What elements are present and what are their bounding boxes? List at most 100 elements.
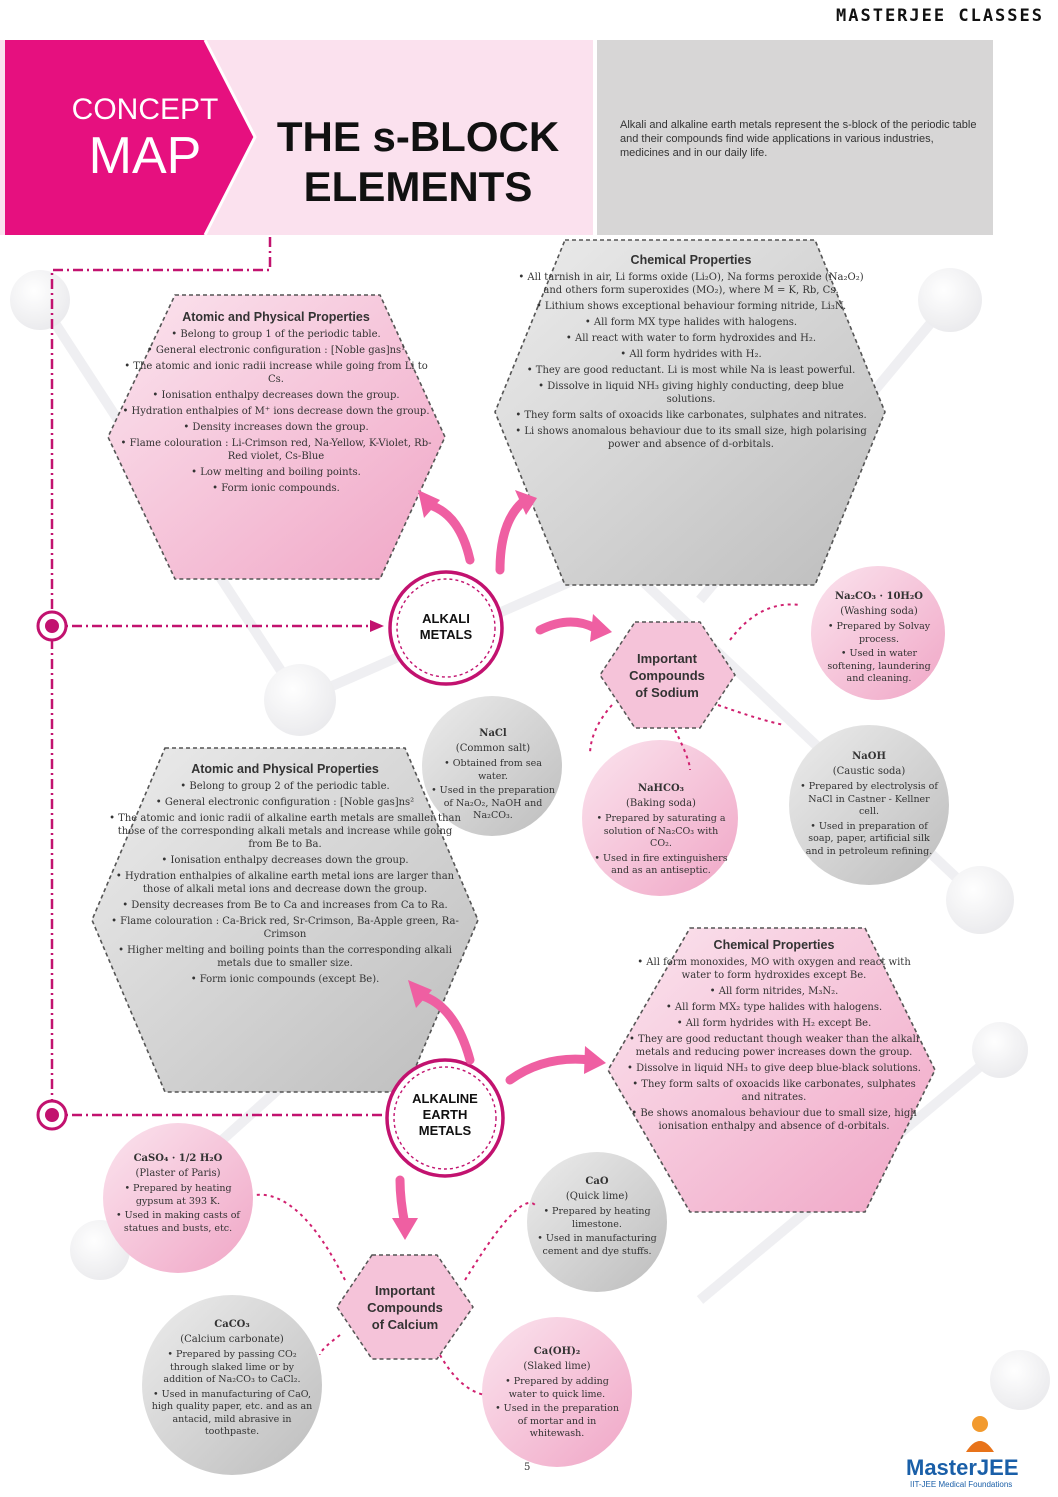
list-item: • All form nitrides, M₃N₂. <box>709 986 839 997</box>
compound-title: CaO <box>585 1176 609 1187</box>
compound-title: Ca(OH)₂ <box>533 1346 581 1357</box>
caustic-soda-circle <box>789 725 949 885</box>
calcium-compounds-hex <box>336 1254 474 1360</box>
list-item: • Prepared by heating gypsum at 393 K. <box>124 1183 232 1207</box>
list-item: • All form monoxides, MO with oxygen and… <box>637 957 911 981</box>
compound-title: CaSO₄ · 1/2 H₂O <box>133 1153 223 1164</box>
list-item: • Low melting and boiling points. <box>191 467 361 478</box>
alkali-physical-properties: Atomic and Physical Properties • Belong … <box>120 310 432 498</box>
list-item: • Prepared by passing CO₂ through slaked… <box>163 1349 301 1385</box>
list-item: • Used in water softening, laundering an… <box>827 648 931 684</box>
list-item: • They form salts of oxoacids like carbo… <box>515 410 867 421</box>
list-item: • Li shows anomalous behaviour due to it… <box>515 426 867 450</box>
quick-lime: CaO (Quick lime) • Prepared by heating l… <box>535 1175 659 1260</box>
list-item: • Belong to group 2 of the periodic tabl… <box>180 781 390 792</box>
alkali-chemical-properties: Chemical Properties • All tarnish in air… <box>515 253 867 454</box>
compound-subtitle: (Common salt) <box>455 743 531 754</box>
list-item: • All form hydrides with H₂. <box>620 349 762 360</box>
list-item: • Density increases down the group. <box>183 422 369 433</box>
compound-title: NaHCO₃ <box>637 783 685 794</box>
alkaline-earth-physical-properties: Atomic and Physical Properties • Belong … <box>105 762 465 989</box>
compound-subtitle: (Quick lime) <box>565 1191 629 1202</box>
compound-title: NaOH <box>852 751 886 762</box>
list-item: • Hydration enthalpies of M⁺ ions decrea… <box>122 406 430 417</box>
box-title: Atomic and Physical Properties <box>191 762 379 776</box>
alkali-metals-hub: ALKALI METALS <box>419 611 473 642</box>
concept-label: CONCEPT <box>71 93 219 126</box>
list-item: • The atomic and ionic radii of alkaline… <box>109 813 461 850</box>
slaked-lime: Ca(OH)₂ (Slaked lime) • Prepared by addi… <box>490 1345 624 1443</box>
calcium-carbonate: CaCO₃ (Calcium carbonate) • Prepared by … <box>150 1318 314 1441</box>
list-item: • Higher melting and boiling points than… <box>118 945 452 969</box>
list-item: • They are good reductant though weaker … <box>628 1034 920 1058</box>
calcium-carbonate-circle <box>142 1295 322 1475</box>
list-item: • Hydration enthalpies of alkaline earth… <box>115 871 455 895</box>
list-item: • Ionisation enthalpy decreases down the… <box>161 855 409 866</box>
list-item: • Used in manufacturing cement and dye s… <box>537 1233 657 1257</box>
list-item: • Used in making casts of statues and bu… <box>116 1210 240 1234</box>
washing-soda: Na₂CO₃ · 10H₂O (Washing soda) • Prepared… <box>818 590 940 688</box>
caustic-soda: NaOH (Caustic soda) • Prepared by electr… <box>798 750 940 860</box>
list-item: • Prepared by electrolysis of NaCl in Ca… <box>800 781 938 817</box>
compound-title: CaCO₃ <box>214 1319 250 1330</box>
list-item: • They form salts of oxoacids like carbo… <box>632 1079 916 1103</box>
compound-subtitle: (Plaster of Paris) <box>135 1168 221 1179</box>
alkaline-earth-chemical-properties: Chemical Properties • All form monoxides… <box>625 938 923 1136</box>
list-item: • The atomic and ionic radii increase wh… <box>124 361 428 385</box>
list-item: • They are good reductant. Li is most wh… <box>526 365 856 376</box>
common-salt-circle <box>422 696 562 836</box>
list-item: • Prepared by saturating a solution of N… <box>596 813 726 849</box>
list-item: • Used in preparation of soap, paper, ar… <box>805 820 933 857</box>
list-item: • Used in the preparation of Na₂O₂, NaOH… <box>431 785 555 821</box>
guru-logo-icon <box>966 1416 994 1452</box>
list-item: • Obtained from sea water. <box>444 758 542 782</box>
list-item: • General electronic configuration : [No… <box>146 345 406 356</box>
list-item: • Used in manufacturing of CaO, high qua… <box>151 1388 313 1438</box>
alkali-physical-hex <box>107 294 446 580</box>
brand-header: MASTERJEE CLASSES <box>836 6 1044 26</box>
compound-subtitle: (Baking soda) <box>626 798 696 809</box>
alkali-chemical-hex <box>494 239 886 586</box>
washing-soda-circle <box>811 566 945 700</box>
list-item: • Used in fire extinguishers and as an a… <box>594 852 728 877</box>
list-item: • Prepared by heating limestone. <box>543 1206 651 1230</box>
box-title: Chemical Properties <box>630 253 752 267</box>
compound-subtitle: (Slaked lime) <box>523 1361 591 1372</box>
list-item: • All form MX type halides with halogens… <box>584 317 798 328</box>
compound-title: NaCl <box>479 728 507 739</box>
list-item: • Flame colouration : Ca-Brick red, Sr-C… <box>111 916 459 940</box>
compound-title: Na₂CO₃ · 10H₂O <box>835 591 923 602</box>
compound-subtitle: (Washing soda) <box>840 606 918 617</box>
list-item: • All tarnish in air, Li forms oxide (Li… <box>518 272 864 296</box>
plaster-circle <box>103 1123 253 1273</box>
calcium-compounds-label: Important Compounds of Calcium <box>367 1283 443 1332</box>
baking-soda: NaHCO₃ (Baking soda) • Prepared by satur… <box>592 782 730 880</box>
quick-lime-circle <box>527 1152 667 1292</box>
list-item: • Density decreases from Be to Ca and in… <box>122 900 448 911</box>
map-label: MAP <box>88 127 202 185</box>
compound-subtitle: (Caustic soda) <box>832 766 906 777</box>
concept-map-banner <box>5 40 255 235</box>
list-item: • Form ionic compounds (except Be). <box>190 974 380 985</box>
masterjee-logo: MasterJEE <box>906 1455 1019 1480</box>
list-item: • All form hydrides with H₂ except Be. <box>676 1018 872 1029</box>
list-item: • General electronic configuration : [No… <box>155 797 415 808</box>
list-item: • Lithium shows exceptional behaviour fo… <box>535 301 847 312</box>
list-item: • All form MX₂ type halides with halogen… <box>665 1002 883 1013</box>
list-item: • Prepared by adding water to quick lime… <box>505 1376 609 1400</box>
list-item: • Dissolve in liquid NH₃ giving highly c… <box>538 381 844 405</box>
logo-tagline: IIT-JEE Medical Foundations <box>910 1480 1013 1489</box>
alkaline-earth-metals-hub: ALKALINE EARTH METALS <box>412 1091 478 1138</box>
page-title: THE s-BLOCK ELEMENTS <box>276 113 560 210</box>
alkali-hub-circle <box>388 570 504 686</box>
description-text: Alkali and alkaline earth metals represe… <box>620 119 977 159</box>
list-item: • Be shows anomalous behaviour due to sm… <box>631 1108 917 1132</box>
common-salt: NaCl (Common salt) • Obtained from sea w… <box>428 727 558 825</box>
list-item: • Ionisation enthalpy decreases down the… <box>152 390 400 401</box>
box-title: Atomic and Physical Properties <box>182 310 370 324</box>
list-item: • Belong to group 1 of the periodic tabl… <box>171 329 381 340</box>
sodium-compounds-label: Important Compounds of Sodium <box>629 651 705 700</box>
list-item: • Prepared by Solvay process. <box>827 621 931 645</box>
slaked-lime-circle <box>482 1317 632 1467</box>
baking-soda-circle <box>582 740 738 896</box>
